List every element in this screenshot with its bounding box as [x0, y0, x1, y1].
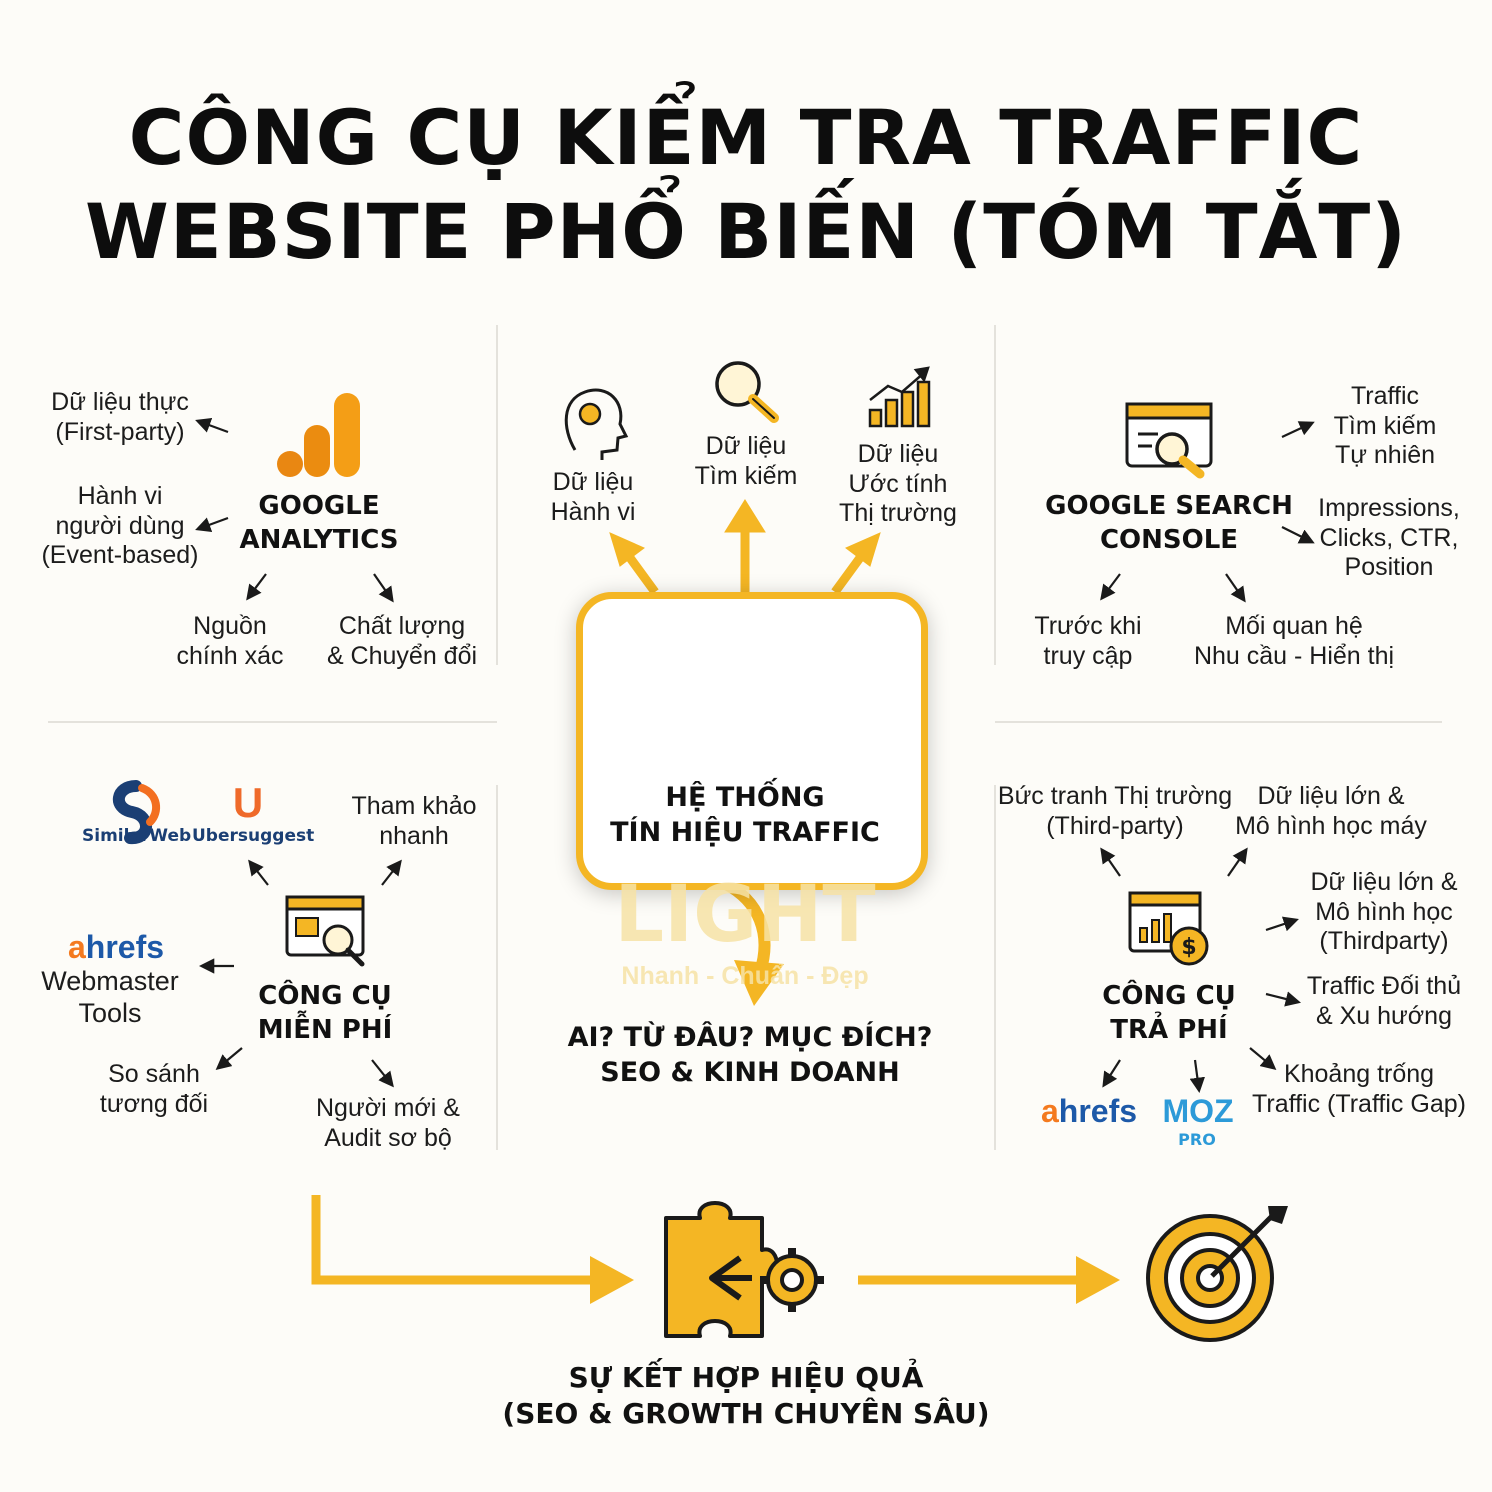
watermark-logo: LIGHT: [614, 870, 876, 960]
ubersuggest-logo-icon: U: [232, 779, 264, 826]
ga-first-party-label: Dữ liệu thực(First-party): [51, 388, 189, 446]
moz-pro-label: PRO: [1178, 1130, 1216, 1149]
paid-competitor-label: Traffic Đối thủ& Xu hướng: [1306, 972, 1462, 1030]
center-outcome-label: AI? TỪ ĐÂU? MỤC ĐÍCH?SEO & KINH DOANH: [567, 1022, 933, 1089]
center-branch-arrows: [609, 499, 881, 595]
page-title-line1: CÔNG CỤ KIỂM TRA TRAFFIC: [128, 93, 1364, 182]
similarweb-logo-icon: [113, 780, 161, 845]
ubersuggest-logo: Ubersuggest: [192, 826, 315, 846]
google-analytics-icon: [277, 393, 360, 477]
ga-arrows: [195, 418, 394, 603]
moz-logo: MOZ: [1162, 1093, 1234, 1129]
similarweb-logo: SimilarWeb: [82, 826, 192, 846]
puzzle-gear-icon: [664, 1201, 818, 1338]
ahrefs-logo: ahrefs: [67, 929, 165, 965]
gsc-metrics-label: Impressions,Clicks, CTR,Position: [1318, 494, 1460, 581]
section-dividers: [48, 325, 1442, 1150]
traffic-signal-box: [576, 592, 928, 890]
growth-chart-icon: [868, 366, 931, 428]
dashboard-coin-icon: $: [1128, 891, 1209, 966]
ga-quality-label: Chất lượng& Chuyển đổi: [326, 612, 478, 670]
paid-big-data-ml-label: Dữ liệu lớn &Mô hình học máy: [1235, 782, 1427, 840]
footer-label: SỰ KẾT HỢP HIỆU QUẢ(SEO & GROWTH CHUYÊN …: [502, 1361, 990, 1431]
free-newbie-label: Người mới &Audit sơ bộ: [316, 1094, 460, 1152]
watermark-tagline: Nhanh - Chuẩn - Đẹp: [621, 962, 869, 990]
flow-arrowhead-2: [1076, 1256, 1120, 1304]
gsc-arrows: [1100, 421, 1315, 603]
browser-search-icon: [1125, 402, 1213, 479]
bottom-flow-arrows: [311, 1195, 1080, 1285]
ahrefs-paid-logo: ahrefs: [1040, 1093, 1138, 1129]
free-tools-arrows: [198, 859, 402, 1088]
gear-teeth: [760, 1248, 824, 1312]
flow-arrowhead-1: [590, 1256, 634, 1304]
page-title-line2: WEBSITE PHỔ BIẾN (TÓM TẮT): [85, 187, 1407, 276]
paid-big-data-thirdparty-label: Dữ liệu lớn &Mô hình học(Thirdparty): [1310, 868, 1458, 955]
paid-market-picture-label: Bức tranh Thị trường(Third-party): [997, 782, 1233, 840]
target-icon: [1146, 1206, 1288, 1342]
svg-text:$: $: [1181, 935, 1196, 960]
head-gear-icon: [564, 388, 629, 460]
paid-tools-arrows: [1100, 847, 1301, 1094]
search-icon: [715, 361, 779, 423]
webpage-search-icon: [285, 895, 365, 967]
